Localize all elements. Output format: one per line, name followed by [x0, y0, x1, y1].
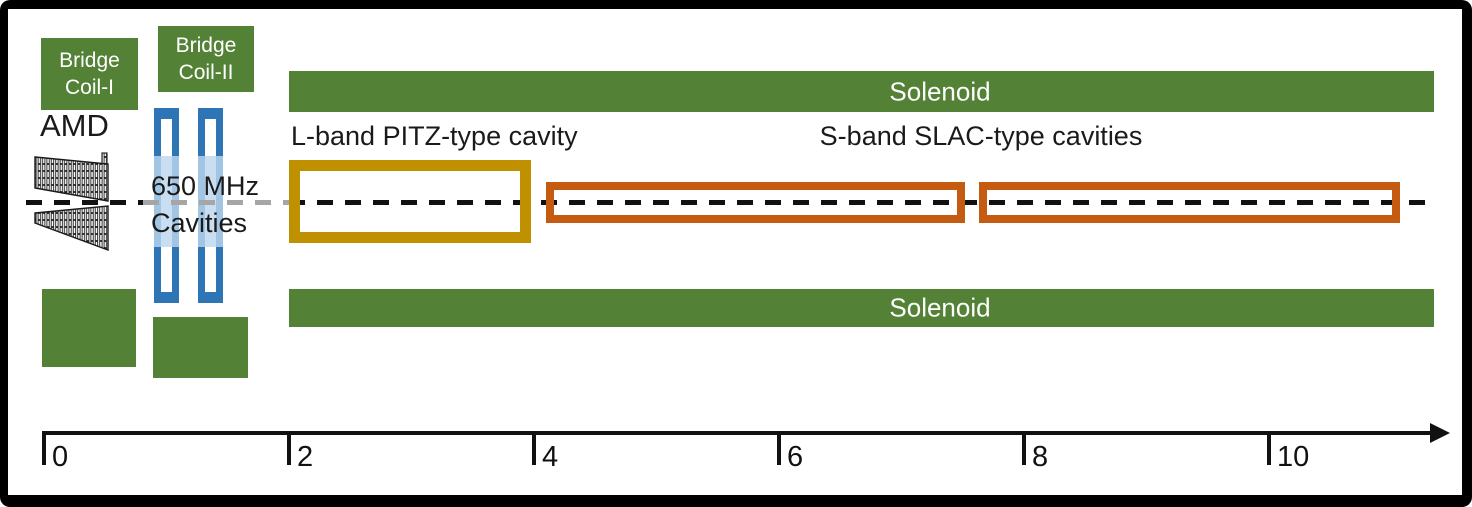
amd-coil-drawing [34, 152, 109, 252]
bridge-coil-2-box: Bridge Coil-II [158, 26, 254, 92]
axis-tick-8 [1022, 431, 1026, 465]
axis-tick-label-0: 0 [52, 441, 69, 473]
beam-axis-dashed-gray [143, 200, 289, 205]
solenoid-top-bar: Solenoid [289, 71, 1434, 112]
bridge-coil-2-label: Bridge Coil-II [175, 34, 237, 84]
axis-tick-0 [42, 431, 46, 465]
cavities-650mhz-label: 650 MHz Cavities [151, 171, 260, 238]
bridge-coil-1-box: Bridge Coil-I [41, 38, 138, 110]
sband-cavities-label: S-band SLAC-type cavities [819, 121, 1143, 151]
axis-line [42, 431, 1432, 435]
lband-cavity-label: L-band PITZ-type cavity [291, 121, 578, 151]
lband-cavity-box [289, 160, 531, 243]
solenoid-bottom-label: Solenoid [889, 292, 991, 323]
bridge-coil-1-lower-box [42, 289, 136, 367]
axis-tick-label-10: 10 [1277, 441, 1310, 473]
sband-cavity-box-1 [546, 182, 965, 223]
axis-tick-10 [1267, 431, 1271, 465]
axis-arrowhead-icon [1430, 423, 1450, 443]
axis-tick-label-4: 4 [542, 441, 559, 473]
solenoid-bottom-bar: Solenoid [289, 289, 1434, 327]
beam-axis-dashed-left [26, 200, 143, 205]
axis-tick-4 [532, 431, 536, 465]
bridge-coil-2-lower-box [153, 317, 248, 378]
axis-tick-label-2: 2 [297, 441, 314, 473]
beam-axis-dashed-right [289, 200, 1437, 205]
solenoid-top-label: Solenoid [889, 76, 991, 106]
axis-tick-label-6: 6 [787, 441, 804, 473]
sband-cavity-box-2 [979, 182, 1400, 223]
cavity-650mhz-2 [198, 108, 223, 303]
bridge-coil-1-label: Bridge Coil-I [59, 49, 120, 99]
amd-label: AMD [40, 108, 109, 143]
axis-tick-6 [777, 431, 781, 465]
axis-tick-2 [287, 431, 291, 465]
axis-tick-label-8: 8 [1032, 441, 1049, 473]
